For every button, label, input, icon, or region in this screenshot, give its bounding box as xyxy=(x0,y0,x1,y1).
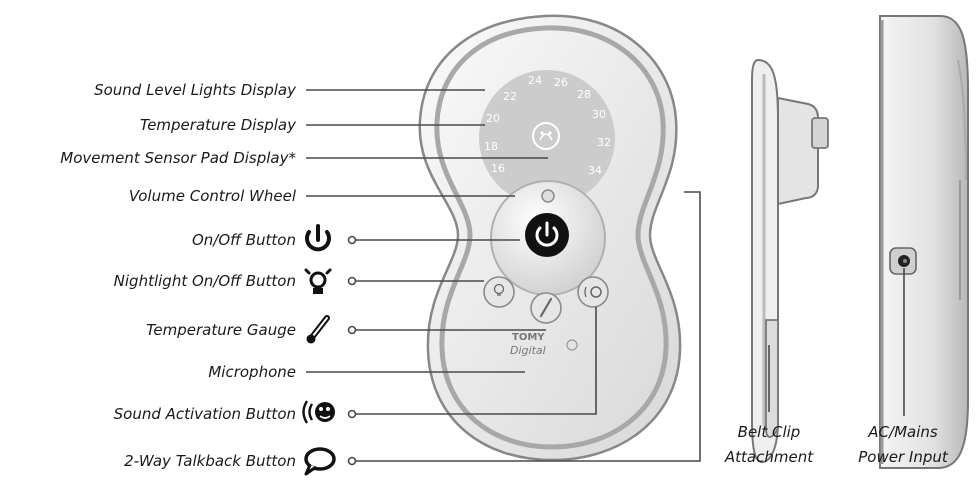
bulb-icon xyxy=(493,283,505,296)
device-front: 16 18 20 22 24 26 28 30 32 34 xyxy=(418,14,682,462)
dial-number: 30 xyxy=(592,108,606,121)
bulb-icon xyxy=(304,268,332,294)
speech-bubble-icon xyxy=(304,447,336,476)
label-talkback: 2-Way Talkback Button xyxy=(124,452,296,470)
label-power-line1: AC/Mains xyxy=(867,423,938,441)
svg-text:Digital: Digital xyxy=(510,344,546,357)
callout-labels: Sound Level Lights Display Temperature D… xyxy=(60,81,297,470)
label-volume-wheel: Volume Control Wheel xyxy=(129,187,297,205)
power-input-jack[interactable] xyxy=(889,247,917,275)
brand-logo: TOMY Digital xyxy=(510,332,578,357)
label-temp-gauge: Temperature Gauge xyxy=(146,321,296,339)
temperature-dial xyxy=(479,70,615,206)
device-side-view xyxy=(751,58,829,464)
label-movement-sensor: Movement Sensor Pad Display* xyxy=(60,149,296,167)
thermometer-icon xyxy=(306,315,330,344)
label-sound-activation: Sound Activation Button xyxy=(114,405,296,423)
label-belt-clip-line1: Belt Clip xyxy=(738,423,801,441)
leader-endpoints xyxy=(347,235,357,466)
power-icon xyxy=(535,226,559,247)
belt-clip xyxy=(777,96,819,206)
nightlight-button[interactable] xyxy=(483,276,515,308)
dial-number: 26 xyxy=(554,76,568,89)
dial-number: 34 xyxy=(588,164,602,177)
dial-number: 16 xyxy=(491,162,505,175)
thermometer-icon xyxy=(539,297,553,318)
label-icons xyxy=(302,224,336,476)
side-labels: Belt Clip Attachment AC/Mains Power Inpu… xyxy=(724,423,949,466)
dial-numbers: 16 18 20 22 24 26 28 30 32 34 xyxy=(484,74,611,177)
label-sound-level-lights: Sound Level Lights Display xyxy=(94,81,297,99)
label-power-line2: Power Input xyxy=(858,448,949,466)
label-belt-clip-line2: Attachment xyxy=(724,448,814,466)
dial-number: 18 xyxy=(484,140,498,153)
temperature-gauge-button[interactable] xyxy=(530,292,562,324)
power-button[interactable] xyxy=(525,213,569,257)
label-nightlight: Nightlight On/Off Button xyxy=(114,272,296,290)
power-icon xyxy=(305,224,331,252)
device-back-view xyxy=(879,15,969,469)
sound-activation-button[interactable] xyxy=(577,276,609,308)
label-on-off: On/Off Button xyxy=(192,231,296,249)
label-temperature-display: Temperature Display xyxy=(140,116,297,134)
svg-text:TOMY: TOMY xyxy=(512,332,545,343)
sound-activation-icon xyxy=(590,286,602,298)
sound-activation-icon xyxy=(302,400,335,424)
dial-number: 24 xyxy=(528,74,542,87)
dial-number: 32 xyxy=(597,136,611,149)
movement-sensor-icon xyxy=(532,122,560,150)
dial-number: 28 xyxy=(577,88,591,101)
status-light xyxy=(541,189,555,203)
label-microphone: Microphone xyxy=(208,363,296,381)
dial-number: 22 xyxy=(503,90,517,103)
leader-lines xyxy=(306,89,905,462)
dial-number: 20 xyxy=(486,112,500,125)
